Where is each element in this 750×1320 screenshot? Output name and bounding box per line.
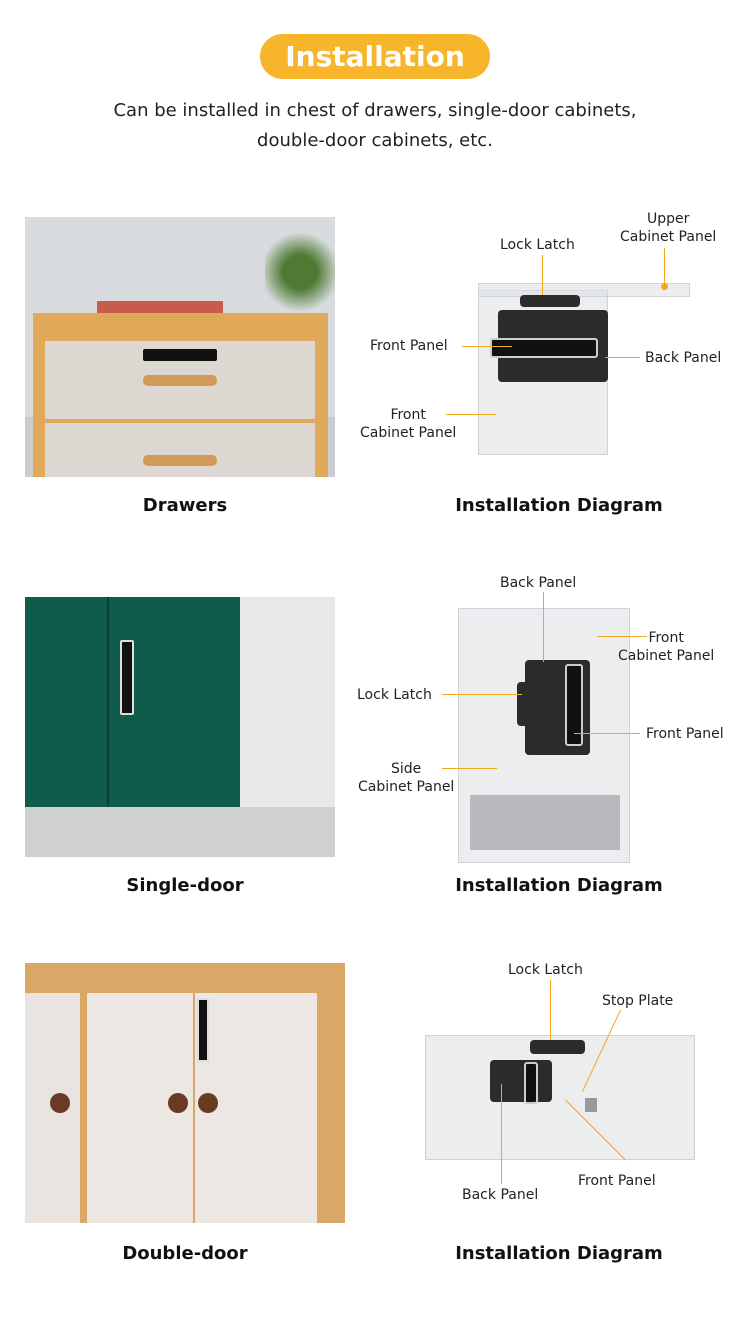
label-back-panel: Back Panel (645, 350, 722, 366)
lock-latch (517, 682, 529, 726)
front-panel-keypad (565, 664, 583, 746)
caption-diagram-2: Installation Diagram (455, 875, 663, 896)
double-door-photo (25, 963, 345, 1223)
upper-cabinet-panel (478, 283, 690, 297)
caption-single-door: Single-door (126, 875, 244, 896)
lock-latch (520, 295, 580, 307)
caption-double-door: Double-door (122, 1243, 248, 1264)
single-door-photo (25, 597, 335, 857)
drawers-photo (25, 217, 335, 477)
label-front-panel: Front Panel (578, 1173, 656, 1189)
back-panel-lock (490, 1060, 552, 1102)
caption-diagram-1: Installation Diagram (455, 495, 663, 516)
cabinet-glass (425, 1035, 695, 1160)
front-panel-keypad (490, 338, 598, 358)
caption-drawers: Drawers (142, 495, 228, 516)
label-front-panel: Front Panel (370, 338, 448, 354)
label-upper: Upper (646, 211, 690, 227)
label-front-cabinet: Front (648, 630, 684, 646)
label-front-cabinet: Front (390, 407, 426, 423)
label-lock-latch: Lock Latch (357, 687, 432, 703)
subtitle: Can be installed in chest of drawers, si… (113, 100, 637, 151)
label-lock-latch: Lock Latch (508, 962, 583, 978)
label-back-panel: Back Panel (500, 575, 577, 591)
front-panel-keypad (524, 1062, 538, 1104)
label-stop-plate: Stop Plate (602, 993, 674, 1009)
section-title: Installation (260, 34, 490, 79)
lock-latch (530, 1040, 585, 1054)
label-front-panel: Front Panel (646, 726, 724, 742)
label-back-panel: Back Panel (462, 1187, 539, 1203)
label-side-cabinet: Side (391, 761, 422, 777)
caption-diagram-3: Installation Diagram (455, 1243, 663, 1264)
stop-plate (585, 1098, 597, 1112)
label-lock-latch: Lock Latch (500, 237, 575, 253)
